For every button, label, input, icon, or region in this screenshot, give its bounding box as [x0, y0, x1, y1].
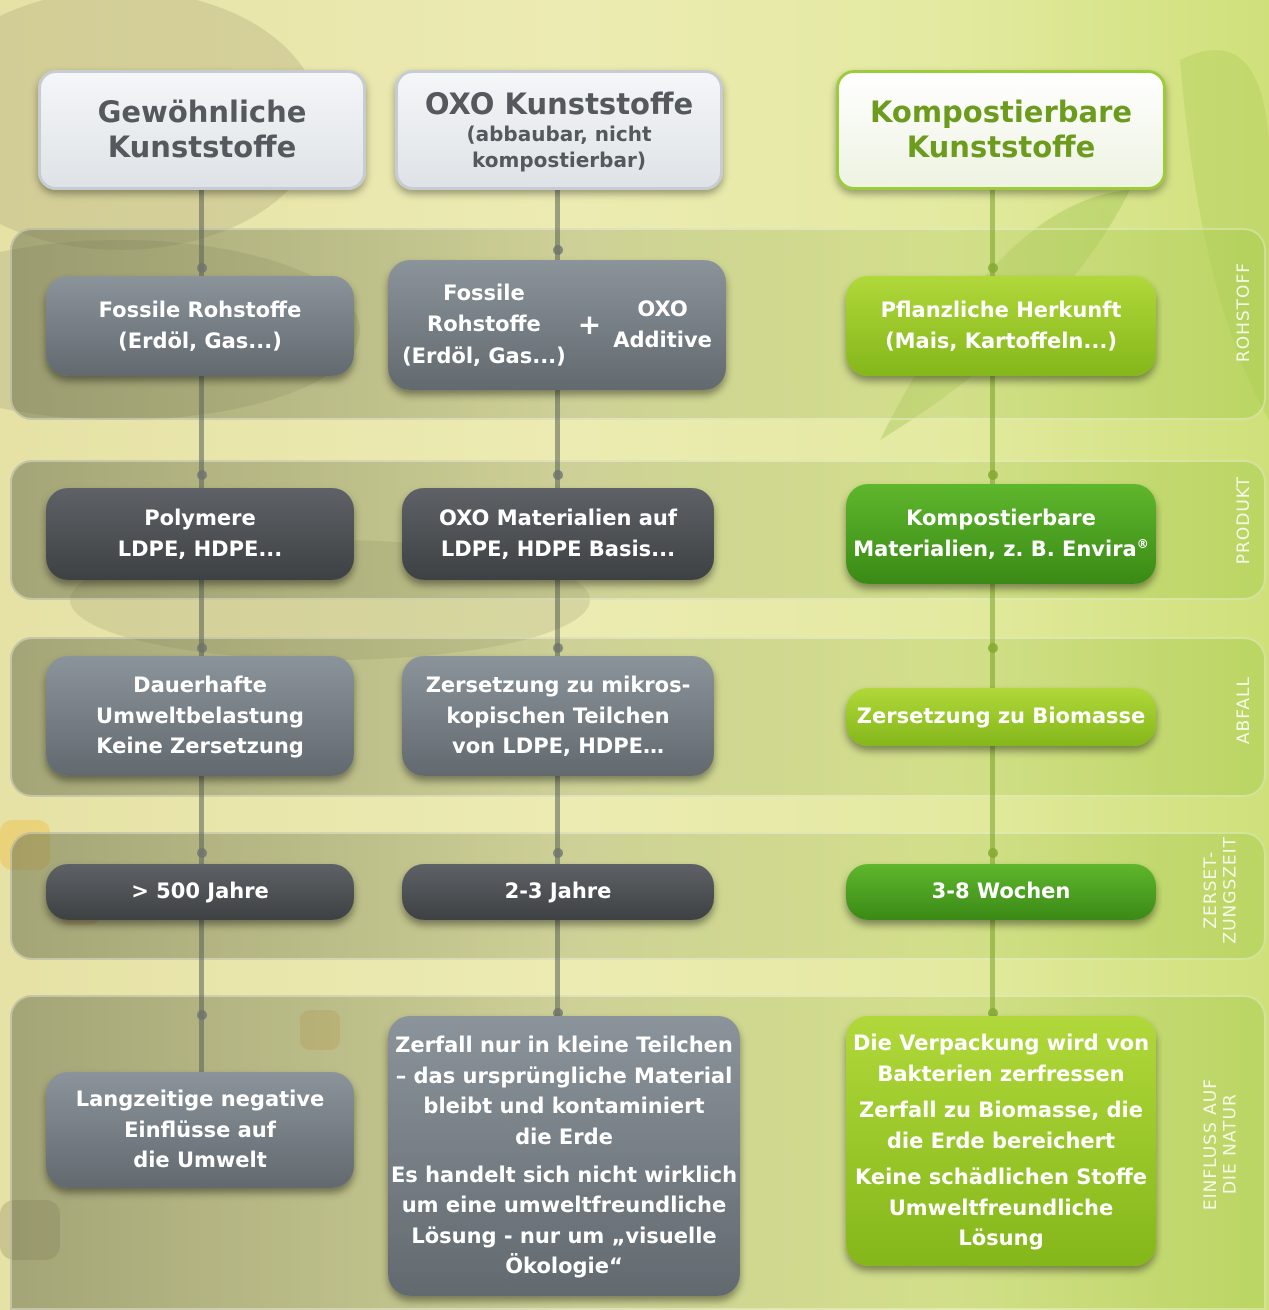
connector-dot [197, 470, 207, 480]
box-produkt-common: Polymere LDPE, HDPE... [46, 488, 354, 580]
box-text: Zerfall zu Biomasse, die die Erde bereic… [858, 1098, 1143, 1153]
connector-dot [553, 245, 563, 255]
connector-line-compostable [990, 180, 995, 1030]
box-text: Kompostierbare [906, 505, 1096, 530]
plus-sign: + [577, 308, 602, 341]
box-text: Dauerhafte Umweltbelastung Keine Zersetz… [96, 673, 304, 759]
connector-dot [197, 848, 207, 858]
box-text-line: Materialien, z. B. Envira [853, 537, 1137, 561]
box-zeit-oxo: 2-3 Jahre [402, 864, 714, 920]
connector-dot [988, 1008, 998, 1018]
box-text: Es handelt sich nicht wirklich um eine u… [390, 1163, 738, 1279]
box-text: 3-8 Wochen [931, 879, 1071, 904]
box-text: Langzeitige negative Einflüsse auf die U… [75, 1087, 325, 1173]
column-title-compostable: Kompostierbare Kunststoffe [869, 95, 1133, 164]
row-label-zeit: ZERSET- ZUNGSZEIT [1200, 836, 1241, 944]
connector-dot [553, 848, 563, 858]
connector-dot [988, 643, 998, 653]
box-zeit-common: > 500 Jahre [46, 864, 354, 920]
box-natur-compostable: Die Verpackung wird von Bakterien zerfre… [846, 1016, 1156, 1266]
box-text: OXO Additive [613, 296, 712, 353]
column-title-oxo: OXO Kunststoffe [424, 86, 694, 121]
connector-dot [197, 1010, 207, 1020]
box-text: Zersetzung zu Biomasse [856, 704, 1146, 729]
box-natur-oxo: Zerfall nur in kleine Teilchen – das urs… [388, 1016, 740, 1296]
box-abfall-compostable: Zersetzung zu Biomasse [846, 688, 1156, 746]
connector-dot [553, 470, 563, 480]
box-produkt-compostable: Kompostierbare Materialien, z. B. Envira… [846, 484, 1156, 584]
box-text: Polymere LDPE, HDPE... [117, 505, 283, 562]
connector-dot [988, 470, 998, 480]
box-zeit-compostable: 3-8 Wochen [846, 864, 1156, 920]
box-text: 2-3 Jahre [504, 879, 612, 904]
connector-dot [197, 263, 207, 273]
box-produkt-oxo: OXO Materialien auf LDPE, HDPE Basis... [402, 488, 714, 580]
box-text: Fossile Rohstoffe (Erdöl, Gas...) [98, 297, 302, 354]
row-label-abfall: ABFALL [1234, 676, 1255, 745]
box-rohstoff-common: Fossile Rohstoffe (Erdöl, Gas...) [46, 276, 354, 376]
box-rohstoff-oxo: Fossile Rohstoffe (Erdöl, Gas...) + OXO … [388, 260, 726, 390]
column-header-compostable: Kompostierbare Kunststoffe [836, 70, 1166, 190]
connector-line-oxo [555, 180, 560, 1030]
registered-mark: ® [1136, 537, 1149, 551]
column-subtitle-oxo: (abbaubar, nicht kompostierbar) [466, 122, 652, 173]
box-abfall-common: Dauerhafte Umweltbelastung Keine Zersetz… [46, 656, 354, 776]
column-header-oxo: OXO Kunststoffe (abbaubar, nicht kompost… [395, 70, 723, 190]
box-natur-common: Langzeitige negative Einflüsse auf die U… [46, 1072, 354, 1188]
box-text: Materialien, z. B. Envira® [853, 534, 1148, 566]
connector-line-common [199, 180, 204, 1100]
box-text: Zersetzung zu mikros- kopischen Teilchen… [425, 673, 691, 759]
box-text: Keine schädlichen Stoffe Umweltfreundlic… [854, 1165, 1148, 1251]
box-text: Pflanzliche Herkunft (Mais, Kartoffeln..… [880, 297, 1122, 354]
connector-dot [988, 848, 998, 858]
row-label-rohstoff: ROHSTOFF [1234, 262, 1255, 363]
column-title-common: Gewöhnliche Kunststoffe [97, 95, 307, 164]
box-text: Zerfall nur in kleine Teilchen – das urs… [395, 1033, 733, 1149]
box-text: OXO Materialien auf LDPE, HDPE Basis... [439, 505, 677, 562]
box-text: Die Verpackung wird von Bakterien zerfre… [852, 1031, 1150, 1086]
box-text: Fossile Rohstoffe (Erdöl, Gas...) [402, 280, 566, 368]
box-rohstoff-compostable: Pflanzliche Herkunft (Mais, Kartoffeln..… [846, 276, 1156, 376]
box-text: > 500 Jahre [131, 879, 269, 904]
connector-dot [988, 263, 998, 273]
row-label-produkt: PRODUKT [1234, 476, 1255, 565]
connector-dot [553, 1008, 563, 1018]
column-header-common: Gewöhnliche Kunststoffe [38, 70, 366, 190]
connector-dot [197, 643, 207, 653]
row-label-natur: EINFLUSS AUF DIE NATUR [1200, 1078, 1241, 1211]
box-abfall-oxo: Zersetzung zu mikros- kopischen Teilchen… [402, 656, 714, 776]
connector-dot [553, 643, 563, 653]
